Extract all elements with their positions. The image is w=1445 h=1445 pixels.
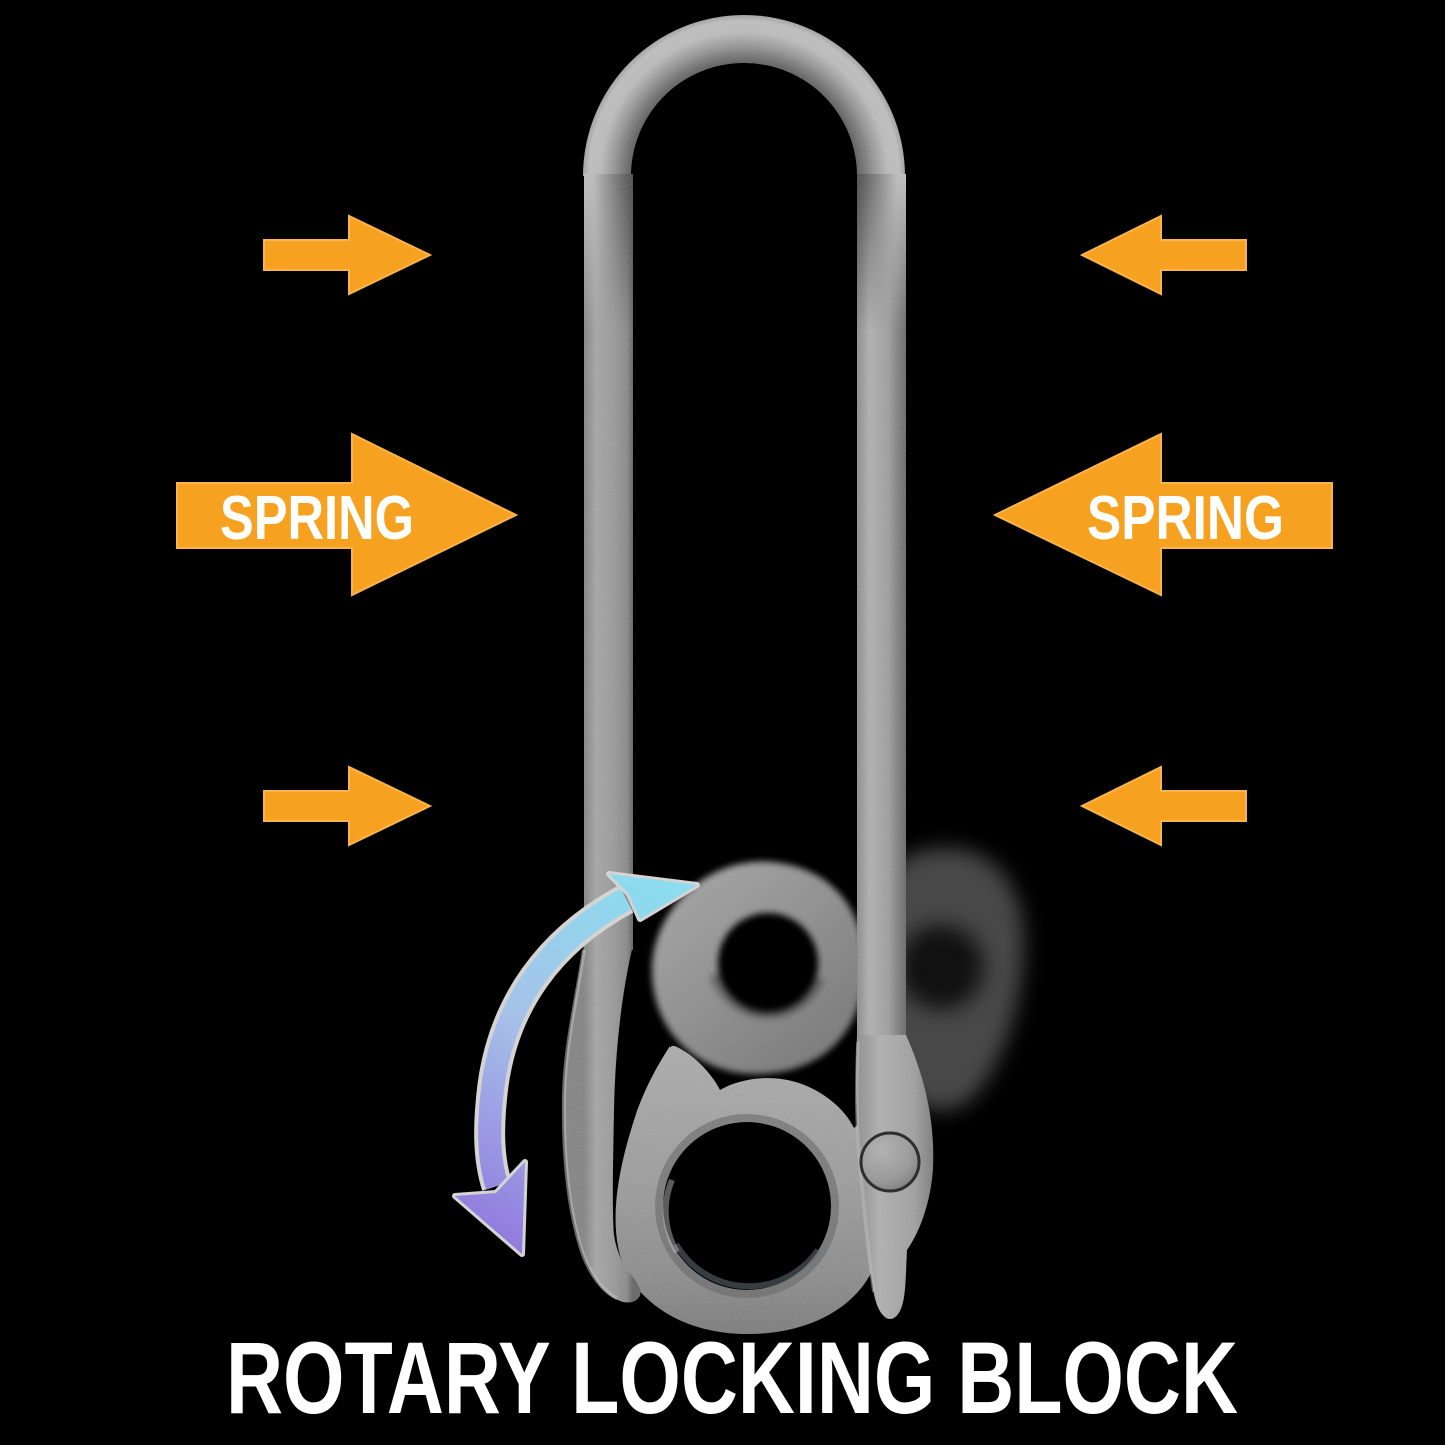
svg-text:ROTARY LOCKING BLOCK: ROTARY LOCKING BLOCK [226, 1321, 1238, 1435]
svg-text:SPRING: SPRING [220, 484, 414, 553]
svg-text:SPRING: SPRING [1087, 484, 1284, 553]
